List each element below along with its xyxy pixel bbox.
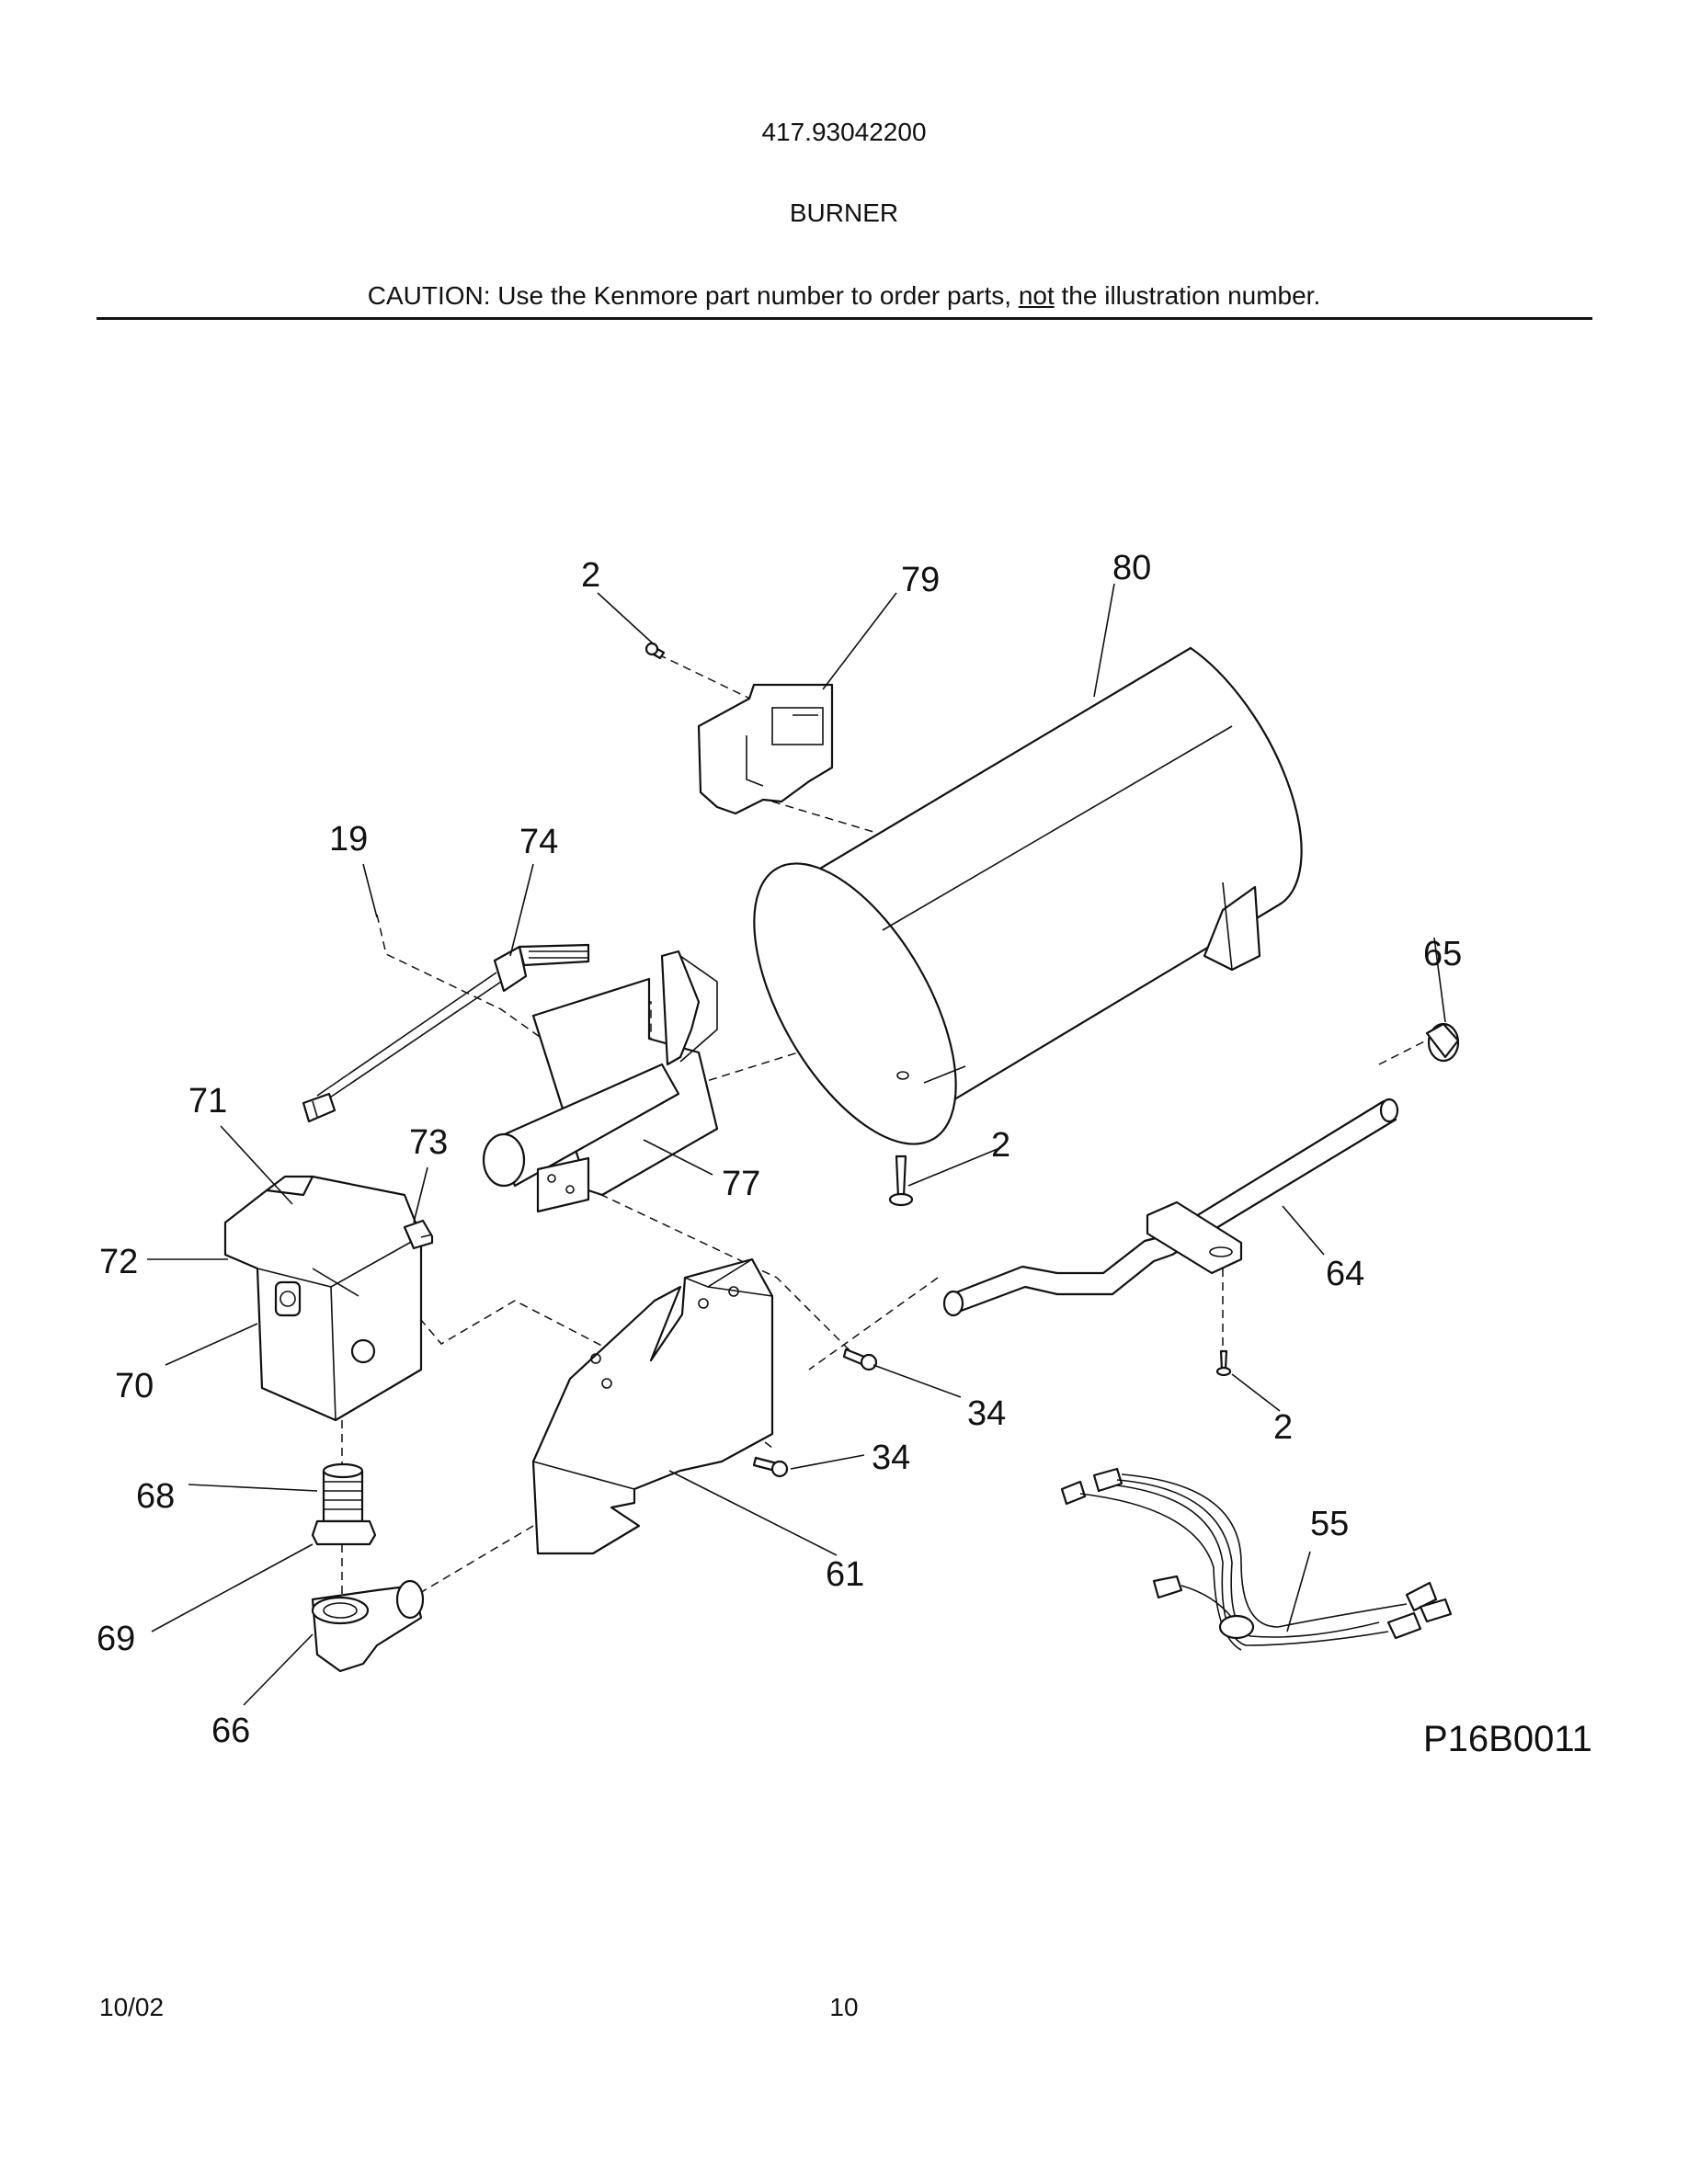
leader-lines xyxy=(147,583,1446,1706)
part-55-wire-harness xyxy=(1060,1467,1453,1651)
part-79-bracket xyxy=(697,683,834,815)
callout-19: 19 xyxy=(329,820,368,859)
part-66-elbow xyxy=(311,1579,425,1673)
part-77-burner-tube xyxy=(482,950,719,1213)
callout-elbow: 66 xyxy=(211,1712,250,1750)
callout-screw-34b: 34 xyxy=(872,1439,910,1477)
part-61-heat-shield xyxy=(531,1257,774,1555)
part-65-cap xyxy=(1425,1022,1460,1063)
footer-date: 10/02 xyxy=(99,1993,165,2021)
callout-73: 73 xyxy=(409,1123,448,1162)
caution-text-suffix: the illustration number. xyxy=(1054,281,1321,310)
callout-gas-valve: 70 xyxy=(115,1367,154,1405)
callout-72: 72 xyxy=(99,1243,138,1281)
callout-screw-chamber: 2 xyxy=(991,1126,1010,1165)
callout-harness: 55 xyxy=(1310,1505,1349,1543)
header-rule xyxy=(97,317,1592,320)
page-number: 10 xyxy=(829,1993,859,2021)
callout-bracket: 79 xyxy=(901,561,940,599)
part-74-ignitor xyxy=(302,943,590,1123)
callout-screw-34a: 34 xyxy=(967,1394,1006,1433)
callout-gas-pipe: 64 xyxy=(1326,1255,1364,1293)
callout-labels: 2 79 80 19 74 65 71 73 2 77 72 64 70 34 … xyxy=(97,549,1592,1759)
callout-burner-tube: 77 xyxy=(722,1165,760,1203)
callout-heat-shield: 61 xyxy=(826,1555,864,1594)
part-80-combustion-chamber xyxy=(753,646,1303,1145)
part-70-gas-valve xyxy=(223,1175,434,1422)
caution-emphasis: not xyxy=(1018,281,1055,310)
figure-id: P16B0011 xyxy=(1423,1719,1592,1759)
callout-69: 69 xyxy=(97,1620,135,1658)
callout-screw-top: 2 xyxy=(581,556,600,595)
part-68-fitting xyxy=(311,1462,377,1546)
caution-text-prefix: CAUTION: Use the Kenmore part number to … xyxy=(367,281,1019,310)
callout-71: 71 xyxy=(188,1082,227,1120)
callout-68: 68 xyxy=(136,1477,175,1516)
callout-cap: 65 xyxy=(1423,935,1462,973)
model-number: 417.93042200 xyxy=(761,118,927,146)
callout-chamber: 80 xyxy=(1112,549,1151,587)
section-title: BURNER xyxy=(789,199,899,227)
callout-screw-pipe: 2 xyxy=(1273,1408,1293,1447)
part-64-gas-pipe xyxy=(942,1098,1399,1317)
caution-note: CAUTION: Use the Kenmore part number to … xyxy=(0,281,1688,311)
screws xyxy=(644,642,1232,1478)
callout-ignitor: 74 xyxy=(519,823,558,861)
